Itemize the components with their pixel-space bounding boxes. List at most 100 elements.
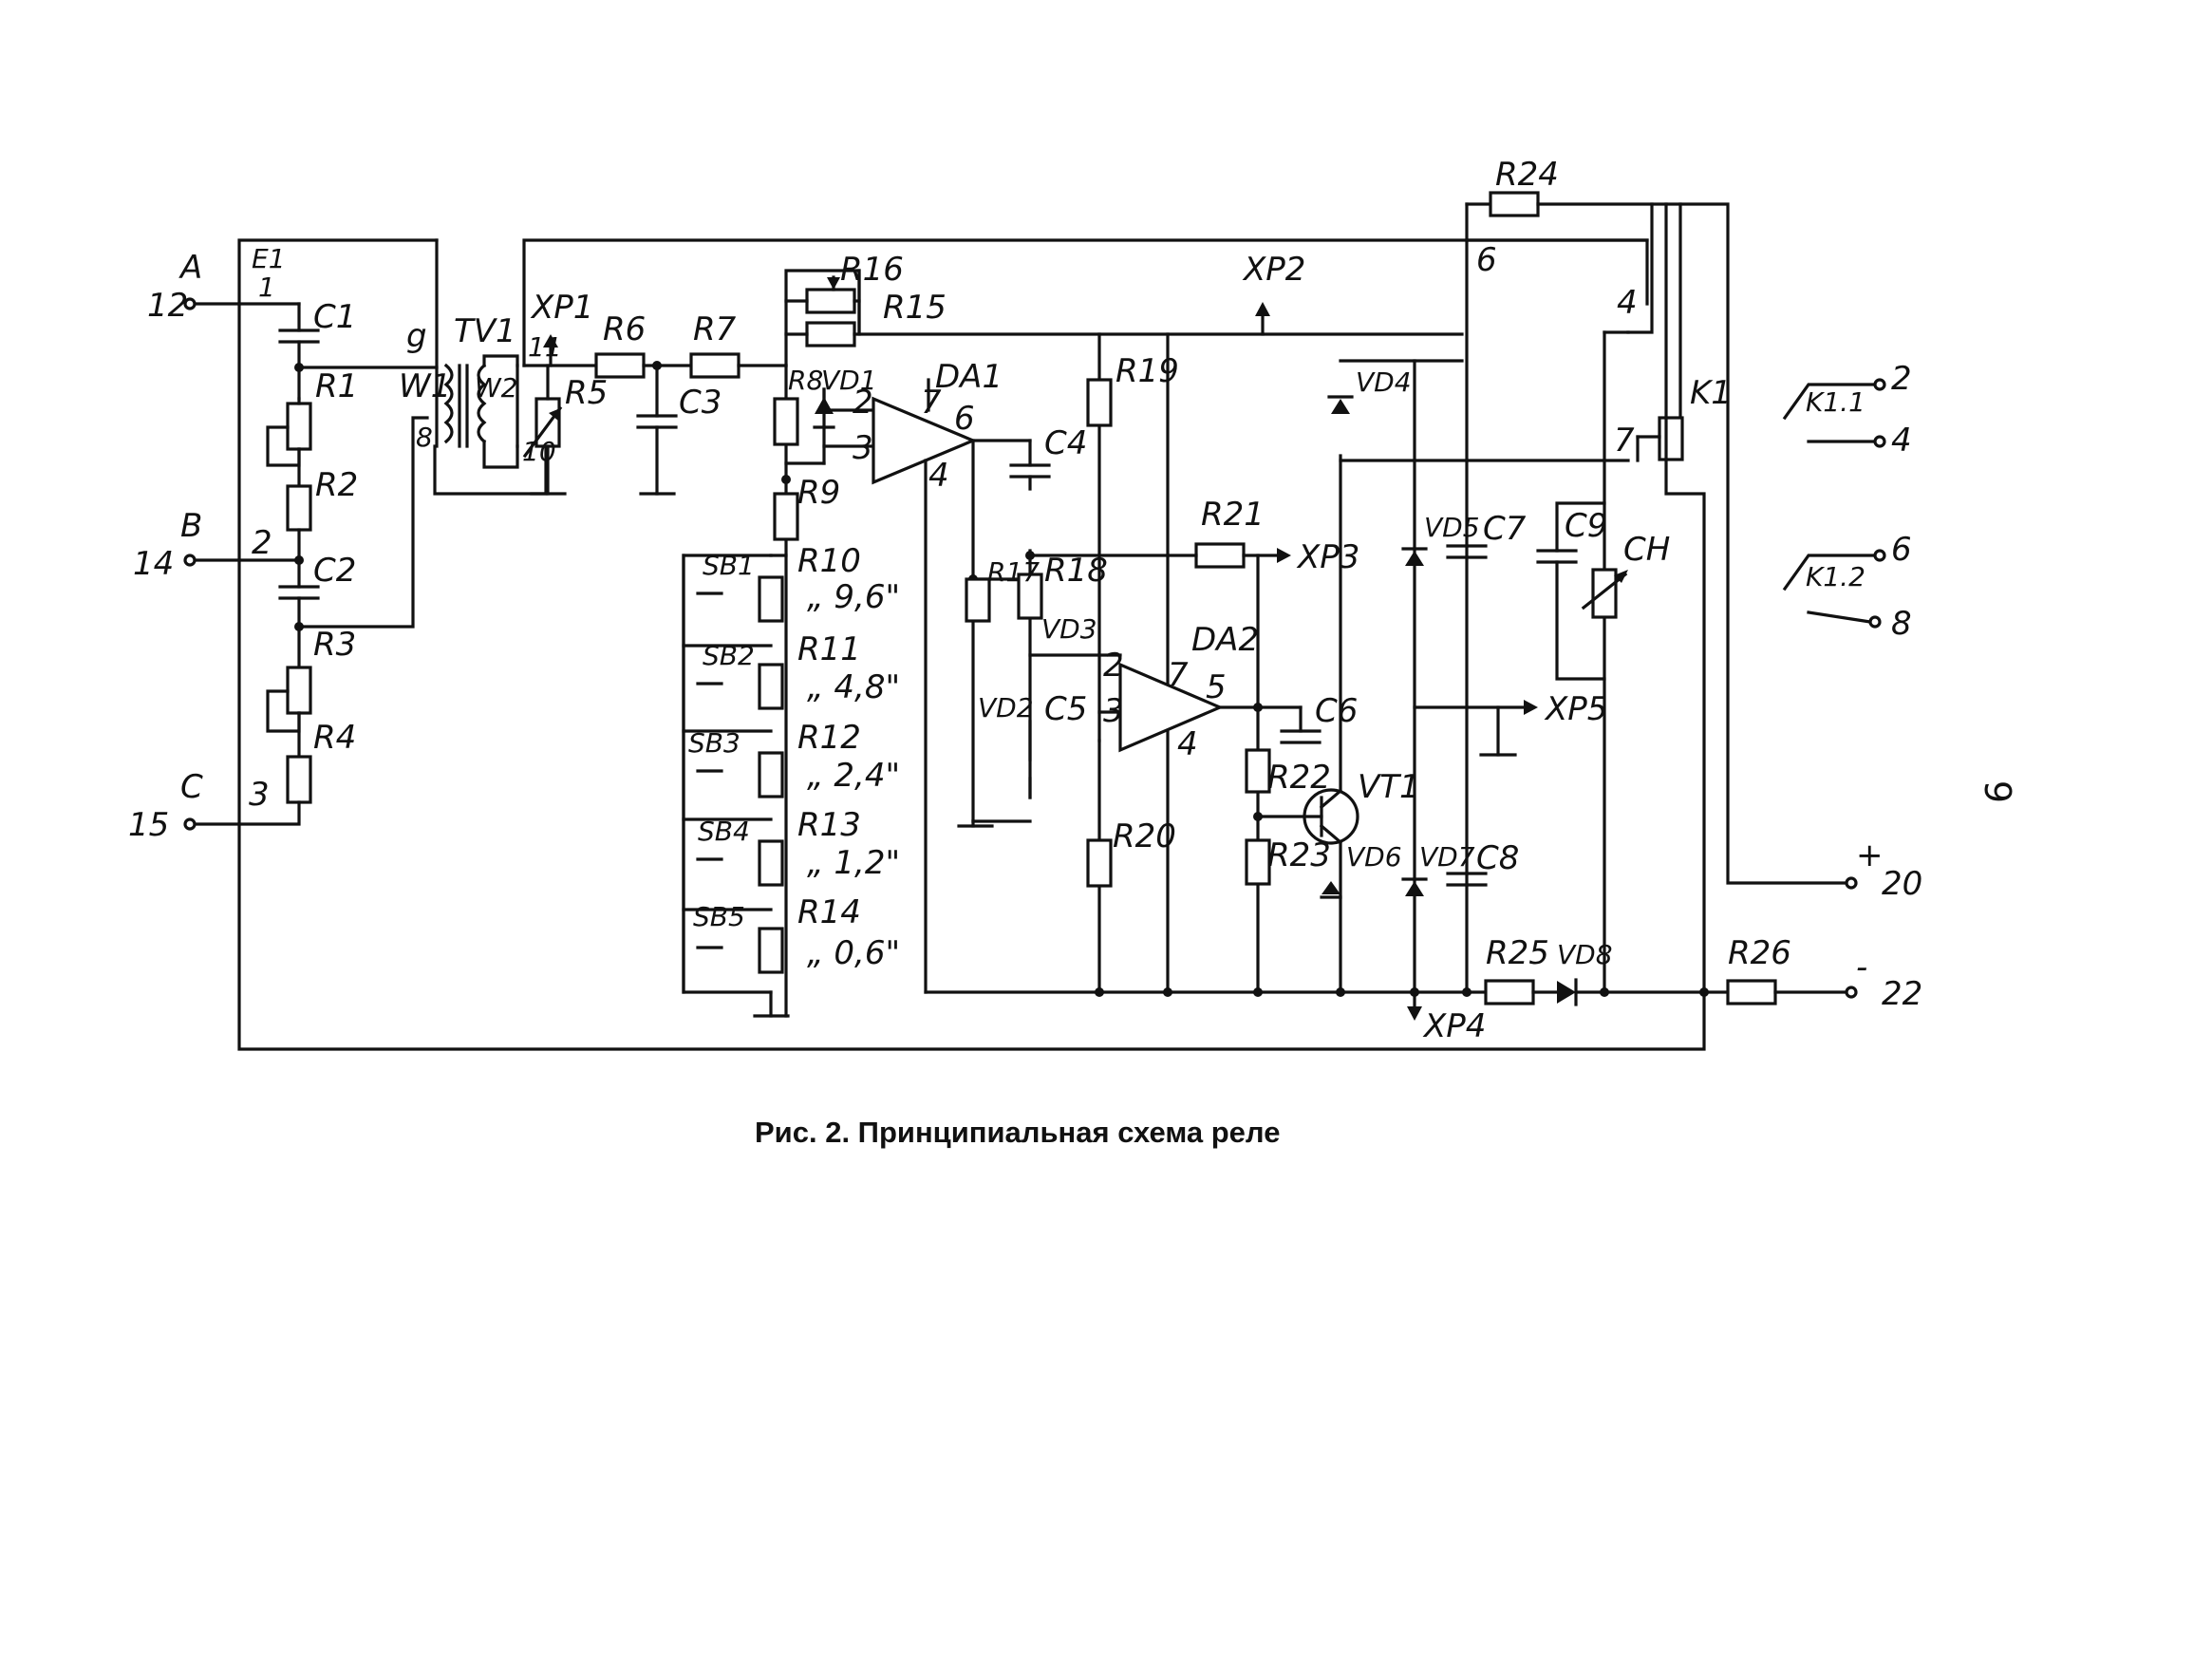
label-range-9-6: „ 9,6" xyxy=(807,578,900,616)
terminal-minus-label: - xyxy=(1856,949,1867,986)
label-r23: R23 xyxy=(1267,836,1331,874)
label-range-0-6: „ 0,6" xyxy=(807,934,900,972)
label-r2: R2 xyxy=(315,466,358,504)
label-sb3: SB3 xyxy=(688,727,740,759)
label-da1: DA1 xyxy=(935,358,1003,396)
terminal-a-label: A xyxy=(178,249,202,287)
label-da1-pin4: 4 xyxy=(928,457,949,495)
label-r19: R19 xyxy=(1115,352,1179,390)
label-ch: CH xyxy=(1623,531,1670,569)
label-range-2-4: „ 2,4" xyxy=(807,757,900,795)
label-pin10: 10 xyxy=(522,436,556,467)
da1-stage xyxy=(773,269,1464,1018)
label-sb5: SB5 xyxy=(693,901,745,932)
label-vd1: VD1 xyxy=(821,365,877,396)
label-e1-pin3: 3 xyxy=(249,776,270,814)
label-r22: R22 xyxy=(1267,759,1331,797)
label-sb4: SB4 xyxy=(698,816,750,847)
label-r3: R3 xyxy=(313,626,356,664)
transistor-vt1 xyxy=(1303,359,1464,994)
label-sb2: SB2 xyxy=(703,640,755,671)
label-pin7: 7 xyxy=(1614,422,1635,460)
terminals xyxy=(183,297,1886,999)
label-da2-pin3: 3 xyxy=(1103,692,1124,730)
label-sb1: SB1 xyxy=(703,550,755,581)
label-r13: R13 xyxy=(797,806,861,844)
label-c4: C4 xyxy=(1044,424,1087,462)
label-da1-pin2: 2 xyxy=(853,384,873,422)
label-r5: R5 xyxy=(565,374,608,412)
label-tv1: TV1 xyxy=(454,312,516,350)
range-ladder xyxy=(682,554,790,1018)
label-pin8: 8 xyxy=(416,422,433,453)
label-k1: K1 xyxy=(1690,374,1732,412)
da2-stage xyxy=(957,332,1322,994)
label-w2: W2 xyxy=(475,372,518,404)
label-r11: R11 xyxy=(797,630,861,668)
label-w1: W1 xyxy=(399,367,451,405)
label-xp4: XP4 xyxy=(1422,1007,1486,1045)
label-vd6: VD6 xyxy=(1346,841,1402,873)
label-da2-pin7: 7 xyxy=(1168,656,1189,694)
terminal-labels: A 12 B 14 C 15 2 4 6 8 + 20 - 22 xyxy=(128,249,1922,1013)
component-labels: E1 1 2 3 C1 R1 R2 C2 R3 R4 g W1 8 TV1 W2… xyxy=(249,156,1865,1045)
label-c3: C3 xyxy=(679,384,722,422)
label-pin11: 11 xyxy=(528,331,562,363)
label-vd7: VD7 xyxy=(1419,841,1475,873)
label-r1: R1 xyxy=(315,367,358,405)
label-xp3: XP3 xyxy=(1296,538,1359,576)
terminal-b-label: B xyxy=(180,507,202,545)
label-da1-pin6: 6 xyxy=(954,400,975,438)
label-r9: R9 xyxy=(797,474,840,512)
terminal-8-label: 8 xyxy=(1891,605,1912,643)
label-c1: C1 xyxy=(313,298,356,336)
label-da2-pin4: 4 xyxy=(1177,725,1198,763)
label-c7: C7 xyxy=(1483,510,1527,548)
input-stage xyxy=(522,238,1649,496)
terminal-2-label: 2 xyxy=(1891,360,1912,398)
label-pin6-top: 6 xyxy=(1476,241,1497,279)
terminal-22-label: 22 xyxy=(1882,975,1922,1013)
label-e1-pin2: 2 xyxy=(252,524,272,562)
label-r25: R25 xyxy=(1486,934,1549,972)
terminal-6-label: 6 xyxy=(1891,531,1912,569)
label-r4: R4 xyxy=(313,719,356,757)
label-da2-pin2: 2 xyxy=(1103,647,1124,685)
label-r6: R6 xyxy=(603,310,646,348)
label-da2: DA2 xyxy=(1191,621,1259,659)
label-c6: C6 xyxy=(1315,692,1358,730)
label-c5: C5 xyxy=(1044,690,1087,728)
terminal-12-label: 12 xyxy=(147,287,188,325)
label-r17: R17 xyxy=(987,556,1040,588)
terminal-c-label: C xyxy=(180,768,203,806)
terminal-15-label: 15 xyxy=(128,806,169,844)
label-range-4-8: „ 4,8" xyxy=(807,668,900,706)
page-number: 9 xyxy=(1977,780,2019,804)
label-r24: R24 xyxy=(1495,156,1559,194)
label-r21: R21 xyxy=(1201,496,1265,534)
label-k1-2: K1.2 xyxy=(1806,561,1865,592)
terminal-4-label: 4 xyxy=(1891,422,1912,460)
label-r12: R12 xyxy=(797,719,861,757)
relay-contacts xyxy=(1782,383,1877,624)
label-g: g xyxy=(406,317,427,355)
label-r18: R18 xyxy=(1044,552,1108,590)
label-r10: R10 xyxy=(797,542,861,580)
label-vt1: VT1 xyxy=(1358,768,1420,806)
terminal-20-label: 20 xyxy=(1882,865,1922,903)
label-c8: C8 xyxy=(1476,839,1519,877)
label-c2: C2 xyxy=(313,552,356,590)
label-r15: R15 xyxy=(883,289,947,327)
label-vd2: VD2 xyxy=(978,692,1034,723)
label-k1-1: K1.1 xyxy=(1806,386,1865,418)
transformer-tv1 xyxy=(433,354,548,496)
power-section xyxy=(924,191,1848,1021)
label-e1: E1 xyxy=(252,243,286,274)
label-vd3: VD3 xyxy=(1041,613,1097,645)
label-e1-pin1: 1 xyxy=(258,272,275,303)
label-xp1: XP1 xyxy=(530,289,593,327)
label-r14: R14 xyxy=(797,893,861,931)
label-r26: R26 xyxy=(1728,934,1791,972)
